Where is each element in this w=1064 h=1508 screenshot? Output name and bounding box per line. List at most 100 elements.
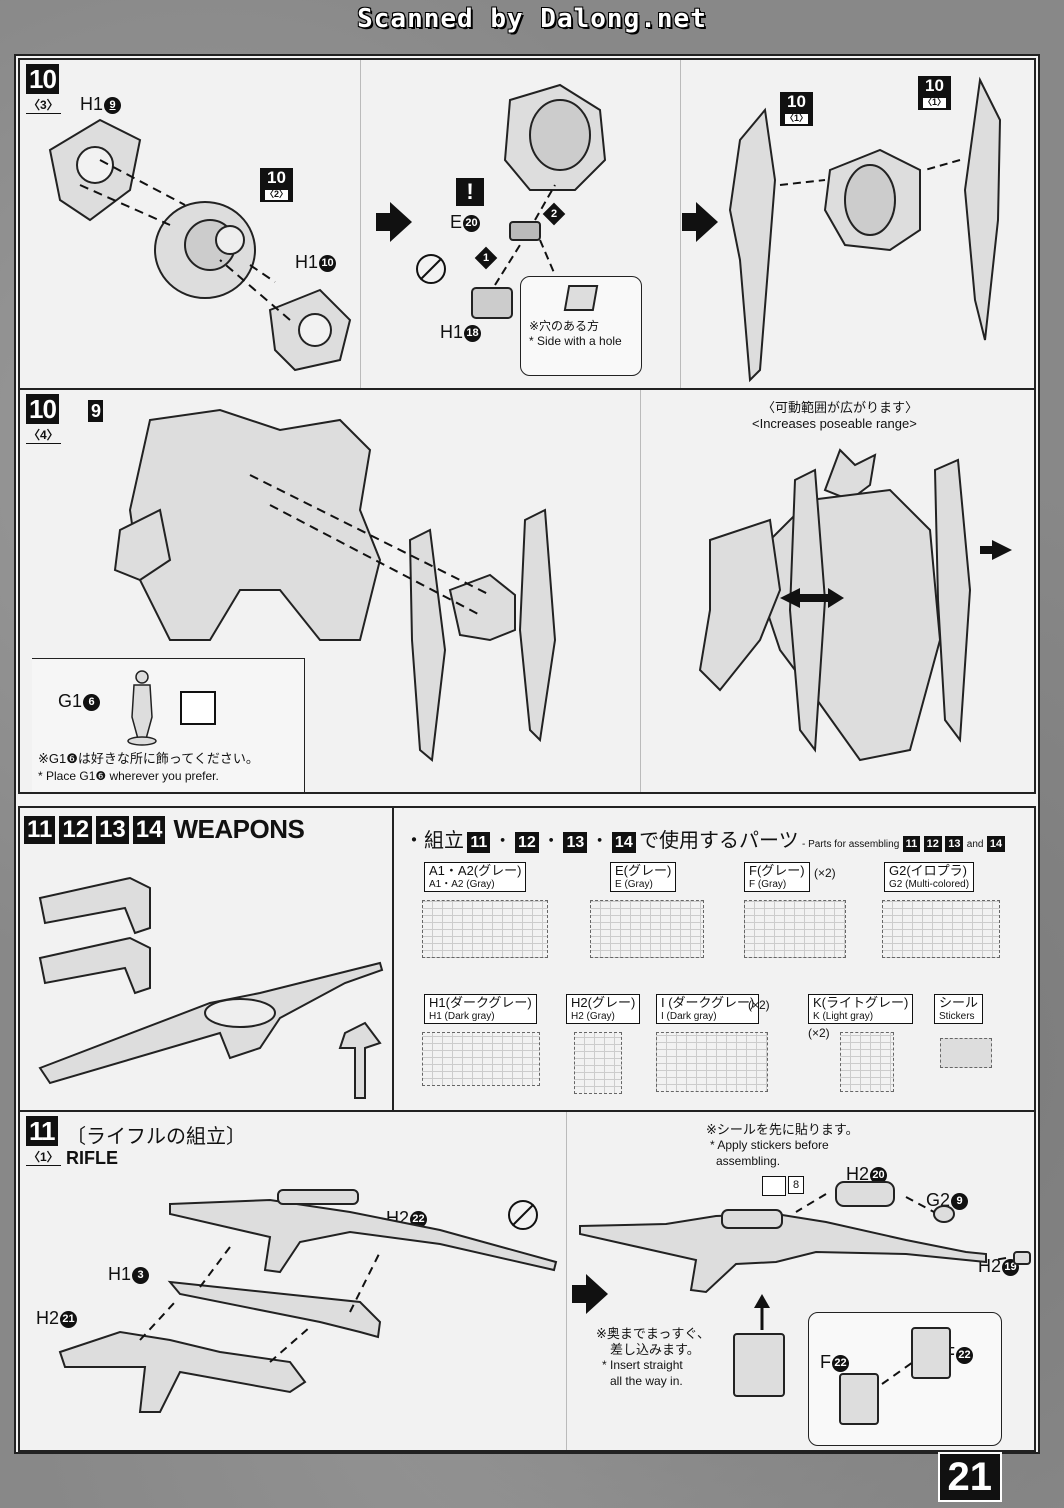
step-number: 11 — [24, 815, 56, 844]
panel-divider — [640, 390, 641, 792]
part-number: 22 — [410, 1210, 428, 1228]
runner-label-h2: H2(グレー)H2 (Gray) — [566, 994, 641, 1025]
page-number: 21 — [937, 1452, 1002, 1502]
part-number: 20 — [870, 1166, 888, 1184]
runner-label-a: A1・A2(グレー)A1・A2 (Gray) — [424, 862, 527, 893]
sticker-number: 8 — [788, 1176, 804, 1194]
step-sub-number: 〈4〉 — [26, 428, 61, 444]
sticker-note-en-1: * Apply stickers before — [710, 1138, 829, 1152]
weapons-title: WEAPONS — [173, 814, 305, 844]
weapons-illustration — [38, 876, 384, 1099]
rifle-title-en: RIFLE — [66, 1148, 118, 1168]
part-number: 9 — [951, 1192, 969, 1210]
rifle-title-jp: 〔ライフルの組立〕 — [66, 1126, 246, 1148]
torso-attach-illustration — [113, 408, 557, 762]
no-cutting-icon — [416, 254, 446, 284]
runner-label-g2: G2(イロプラ)G2 (Multi-colored) — [884, 862, 975, 893]
no-cutting-icon — [508, 1200, 538, 1230]
completed-torso-illustration — [698, 448, 1012, 762]
subassembly-tag: 10 〈1〉 — [918, 76, 952, 110]
runner-label-e: E(グレー)E (Gray) — [610, 862, 677, 893]
runner-image-a — [422, 900, 548, 958]
part-number: 18 — [464, 324, 482, 342]
poseable-note-en: <Increases poseable range> — [752, 416, 917, 431]
runner-qty-f: (×2) — [814, 866, 836, 880]
hole-side-callout: ※穴のある方 * Side with a hole — [520, 276, 642, 376]
step-sub-number: 〈1〉 — [26, 1150, 61, 1166]
g1-note-en: * Place G1❻ wherever you prefer. — [38, 769, 219, 783]
flow-arrow — [682, 202, 718, 242]
part-number: 3 — [132, 1266, 150, 1284]
insert-note-en-2: all the way in. — [610, 1374, 683, 1388]
runner-label-f: F(グレー)F (Gray) — [744, 862, 810, 893]
runner-label-k: K(ライトグレー)K (Light gray) — [808, 994, 914, 1025]
flow-arrow — [376, 202, 412, 242]
shoulder-assembly-illustration — [48, 118, 352, 372]
wing-binder-illustration — [728, 76, 1002, 383]
poseable-note-jp: 〈可動範囲が広がります〉 — [762, 400, 919, 415]
weapons-header: 11 12 13 14 WEAPONS — [24, 814, 305, 845]
insert-note-jp-1: ※奥までまっすぐ、 — [596, 1326, 710, 1341]
part-number: 6 — [83, 693, 101, 711]
part-number: 20 — [463, 214, 481, 232]
part-number: 21 — [60, 1310, 78, 1328]
runner-image-k — [840, 1032, 894, 1092]
subassembly-tag: 10 〈1〉 — [780, 92, 814, 126]
step-number: 10 — [26, 394, 59, 424]
sticker-sheet-image — [940, 1038, 992, 1068]
weapons-overview-panel: 11 12 13 14 WEAPONS — [18, 806, 394, 1112]
insert-note-jp-2: 差し込みます。 — [610, 1342, 700, 1357]
step-sub-number: 〈3〉 — [26, 98, 61, 114]
runner-qty-i: (×2) — [748, 998, 770, 1012]
panel-divider — [680, 60, 681, 388]
thruster-core-illustration — [471, 83, 607, 319]
sticker-icon — [762, 1176, 786, 1196]
part-number: 22 — [956, 1346, 973, 1364]
runner-image-g2 — [882, 900, 1000, 958]
reference-step-9: 9 — [88, 400, 104, 422]
insert-note-en-1: * Insert straight — [602, 1358, 683, 1372]
use-cutter-icon — [180, 691, 216, 725]
pilot-figure-illustration — [127, 670, 157, 746]
runner-label-i: I (ダークグレー)I (Dark gray) — [656, 994, 760, 1025]
runner-image-h1 — [422, 1032, 540, 1086]
g1-note-jp: ※G1❻は好きな所に飾ってください。 — [38, 751, 259, 766]
step-number: 14 — [132, 815, 166, 844]
rifle-assembled-illustration — [579, 1181, 1031, 1425]
sticker-note-en-2: assembling. — [716, 1154, 781, 1168]
hole-note-jp: ※穴のある方 — [529, 319, 600, 333]
warning-icon: ! — [456, 178, 484, 206]
rifle-parts-illustration — [58, 1189, 558, 1413]
step-number: 11 — [26, 1116, 58, 1146]
panel-divider — [360, 60, 361, 388]
runner-image-e — [590, 900, 704, 958]
flow-arrow — [572, 1274, 608, 1314]
scan-credit: Scanned by Dalong.net — [357, 4, 707, 34]
hole-note-en: * Side with a hole — [529, 334, 622, 348]
panel-divider — [566, 1112, 567, 1450]
step-number: 12 — [59, 815, 93, 844]
step-number: 13 — [96, 815, 129, 844]
part-number: 10 — [319, 254, 337, 272]
part-number: 22 — [832, 1354, 849, 1372]
subassembly-tag: 10 〈2〉 — [260, 168, 294, 202]
sticker-note-jp: ※シールを先に貼ります。 — [706, 1122, 859, 1137]
runners-panel: ・組立 11 ・ 12 ・ 13 ・ 14 で使用するパーツ - Parts f… — [392, 806, 1036, 1112]
part-number: 9 — [104, 96, 122, 114]
